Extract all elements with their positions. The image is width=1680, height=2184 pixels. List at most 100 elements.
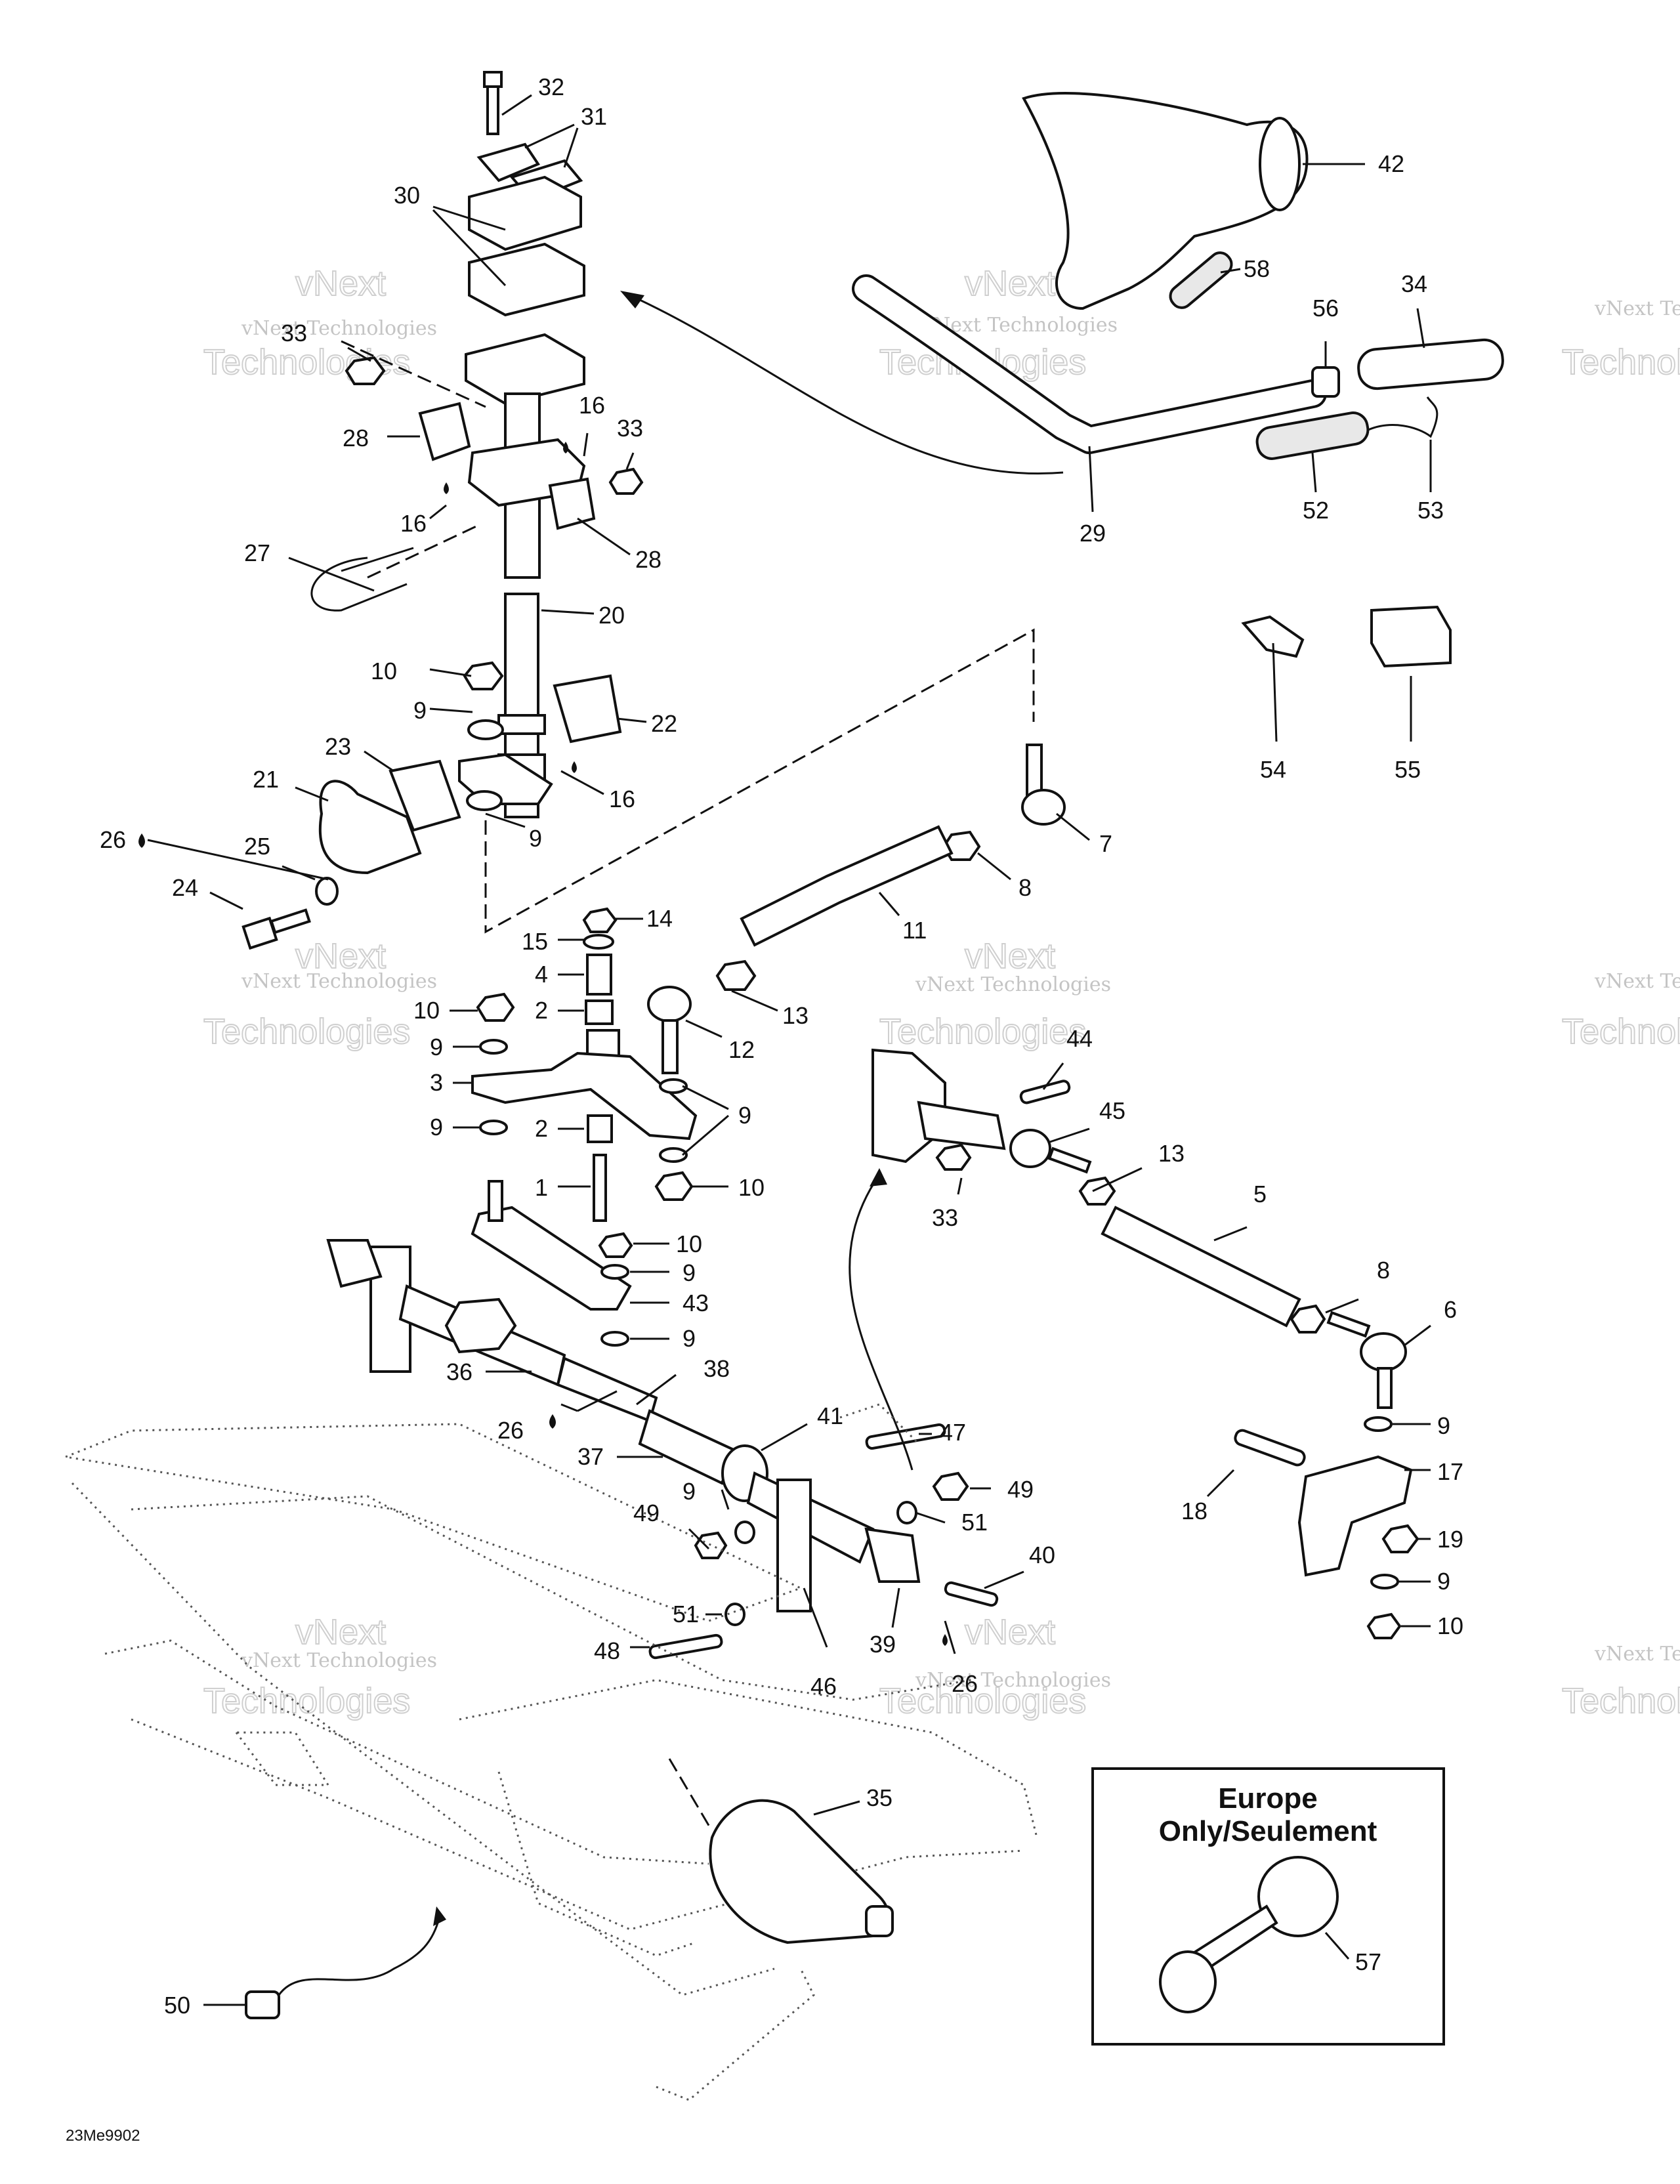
part-label: 21 (253, 766, 279, 793)
part-label: 23 (325, 733, 351, 760)
horn-bell (1159, 1950, 1217, 2013)
bushing-22 (553, 674, 622, 744)
part-label: 40 (1029, 1542, 1055, 1568)
nut-33-right (608, 467, 644, 495)
upper-tie-rod (647, 744, 1066, 1074)
part-label: 41 (817, 1402, 843, 1429)
part-label: 12 (728, 1036, 755, 1063)
part-label: 9 (413, 697, 427, 724)
part-label: 10 (676, 1230, 702, 1257)
arrow-head (433, 1906, 446, 1926)
pitman-arm-43 (471, 1206, 632, 1311)
nut-33-lower (935, 1143, 972, 1171)
nut-10 (598, 1232, 633, 1258)
part-label: 10 (413, 997, 440, 1024)
part-label: 33 (281, 320, 307, 346)
bolt-47 (865, 1423, 946, 1450)
part-label: 16 (579, 392, 605, 419)
bushing-28-left (418, 402, 471, 461)
part-label: 26 (100, 826, 126, 853)
part-label: 5 (1253, 1181, 1267, 1208)
part-label: 9 (682, 1478, 696, 1505)
frame-dotted (497, 1771, 696, 1957)
part-label: 50 (164, 1992, 190, 2019)
lube-drop-icon (138, 833, 145, 848)
part-label: 58 (1244, 255, 1270, 282)
shaft-end-left (326, 1239, 383, 1288)
handlebar-cover-42 (1022, 92, 1309, 310)
part-label: 56 (1312, 295, 1339, 322)
part-label: 43 (682, 1290, 709, 1316)
part-label: 25 (244, 833, 270, 860)
lube-drops (138, 442, 948, 1646)
part-label: 2 (535, 1115, 548, 1142)
column-mount-plate (465, 333, 585, 406)
part-label: 35 (866, 1784, 892, 1811)
bushing-2 (585, 999, 614, 1025)
lube-drop-icon (549, 1414, 556, 1429)
part-label: 16 (400, 510, 427, 537)
assembly-dashed-line (484, 628, 1035, 934)
plug-arrow-line (278, 1916, 441, 1996)
stud-12 (662, 1019, 679, 1074)
bolt-18 (1234, 1429, 1306, 1467)
watermark-text: vNext Technologies (241, 970, 437, 993)
part-label: 7 (1099, 830, 1112, 857)
nut-49-right (932, 1471, 969, 1501)
lower-tie-rod (872, 1048, 1419, 1639)
nut-10-lower (1366, 1612, 1402, 1639)
nut-10 (463, 661, 504, 690)
europe-inset: Europe Only/Seulement 57 (1091, 1767, 1445, 2046)
washer-15 (583, 934, 614, 950)
part-label: 33 (932, 1204, 958, 1231)
tie-rod-5 (1101, 1206, 1301, 1328)
part-label: 9 (430, 1114, 443, 1141)
watermark-text: vNext Technologies (1594, 1643, 1680, 1666)
bolt-24-shank (270, 908, 311, 934)
horn-bulb (1257, 1856, 1339, 1937)
handlebar-29 (854, 277, 1324, 452)
watermark-text: vNext Technologies (241, 317, 437, 340)
part-label: 53 (1418, 497, 1444, 524)
handlebar-arrow-line (629, 294, 1064, 474)
part-label: 11 (902, 917, 927, 944)
u-bolt-27-arm (341, 547, 414, 572)
watermark-technologies: Technologies (1562, 1681, 1680, 1721)
part-label: 3 (430, 1069, 443, 1096)
washer-9 (659, 1147, 688, 1163)
handlebar-assembly (852, 92, 1504, 668)
frame-dotted (131, 1495, 972, 1701)
rod-end-7 (1021, 789, 1066, 826)
nut-10-right (654, 1171, 694, 1201)
inset-title-line1: Europe (1218, 1782, 1318, 1815)
rod-end-12 (647, 986, 692, 1022)
grip-34 (1357, 338, 1504, 390)
stud-6 (1377, 1367, 1393, 1409)
part-label-57: 57 (1355, 1948, 1381, 1975)
part-label: 15 (522, 928, 548, 955)
bolt-1 (593, 1154, 607, 1222)
part-label: 54 (1260, 756, 1286, 783)
plug-50 (245, 1990, 280, 2019)
frame-outline (62, 1403, 1038, 2101)
grip-58 (1169, 251, 1233, 309)
rod-end-6 (1360, 1332, 1407, 1372)
steering-column-assembly (242, 71, 644, 950)
watermark-vnext: vNext (295, 264, 386, 303)
shaft-37 (638, 1409, 737, 1485)
part-label: 31 (581, 103, 607, 130)
shaft-end-39 (864, 1527, 921, 1583)
part-label: 10 (371, 658, 397, 684)
connector-55 (1370, 605, 1452, 668)
washer-9-lower (466, 790, 503, 811)
steering-arm-17 (1297, 1455, 1413, 1577)
leader-57 (1324, 1932, 1350, 1960)
washer-9 (1370, 1574, 1399, 1589)
boot-35-group (709, 1799, 894, 1944)
watermark-technologies: Technologies (203, 1012, 410, 1051)
washer-25 (315, 877, 339, 906)
frame-dotted (71, 1482, 775, 1996)
shaft-nut (444, 1297, 517, 1354)
bushing-28-right (548, 477, 596, 530)
